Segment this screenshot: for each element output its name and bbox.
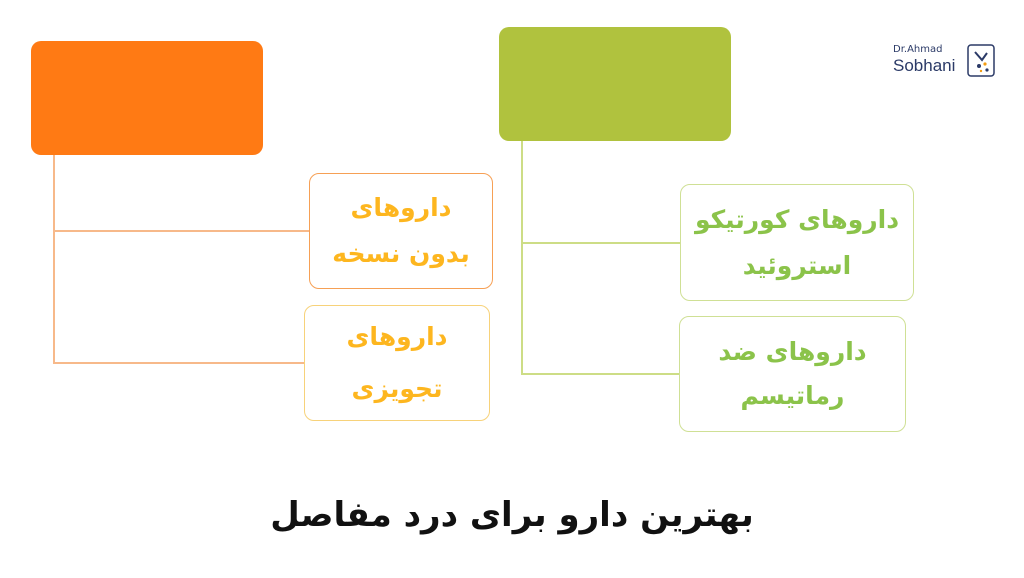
logo-name-small: Dr.Ahmad xyxy=(893,44,943,55)
left-child-prescription-label: داروهای تجویزی xyxy=(346,322,448,403)
logo-name-large: Sobhani xyxy=(893,56,956,75)
right-child-antirheumatic-label: داروهای ضد رماتیسم xyxy=(718,337,867,410)
left-root-box xyxy=(31,41,263,155)
right-trunk-line xyxy=(521,141,523,374)
left-branch-line-1 xyxy=(53,230,310,232)
logo-mark-icon xyxy=(967,44,995,77)
left-branch-line-2 xyxy=(53,362,305,364)
left-trunk-line xyxy=(53,155,55,363)
right-child-antirheumatic: داروهای ضد رماتیسم xyxy=(679,316,906,432)
right-child-corticosteroid-label: داروهای کورتیکو استروئید xyxy=(694,204,900,280)
left-child-prescription: داروهای تجویزی xyxy=(304,305,490,421)
right-root-box xyxy=(499,27,731,141)
right-branch-line-1 xyxy=(521,242,681,244)
left-child-otc-label: داروهای بدون نسخه xyxy=(332,193,470,268)
right-branch-line-2 xyxy=(521,373,680,375)
caption-title: بهترین دارو برای درد مفاصل xyxy=(270,495,754,535)
left-child-otc: داروهای بدون نسخه xyxy=(309,173,493,289)
right-child-corticosteroid: داروهای کورتیکو استروئید xyxy=(680,184,914,301)
brand-logo: Dr.Ahmad Sobhani xyxy=(893,44,1003,78)
